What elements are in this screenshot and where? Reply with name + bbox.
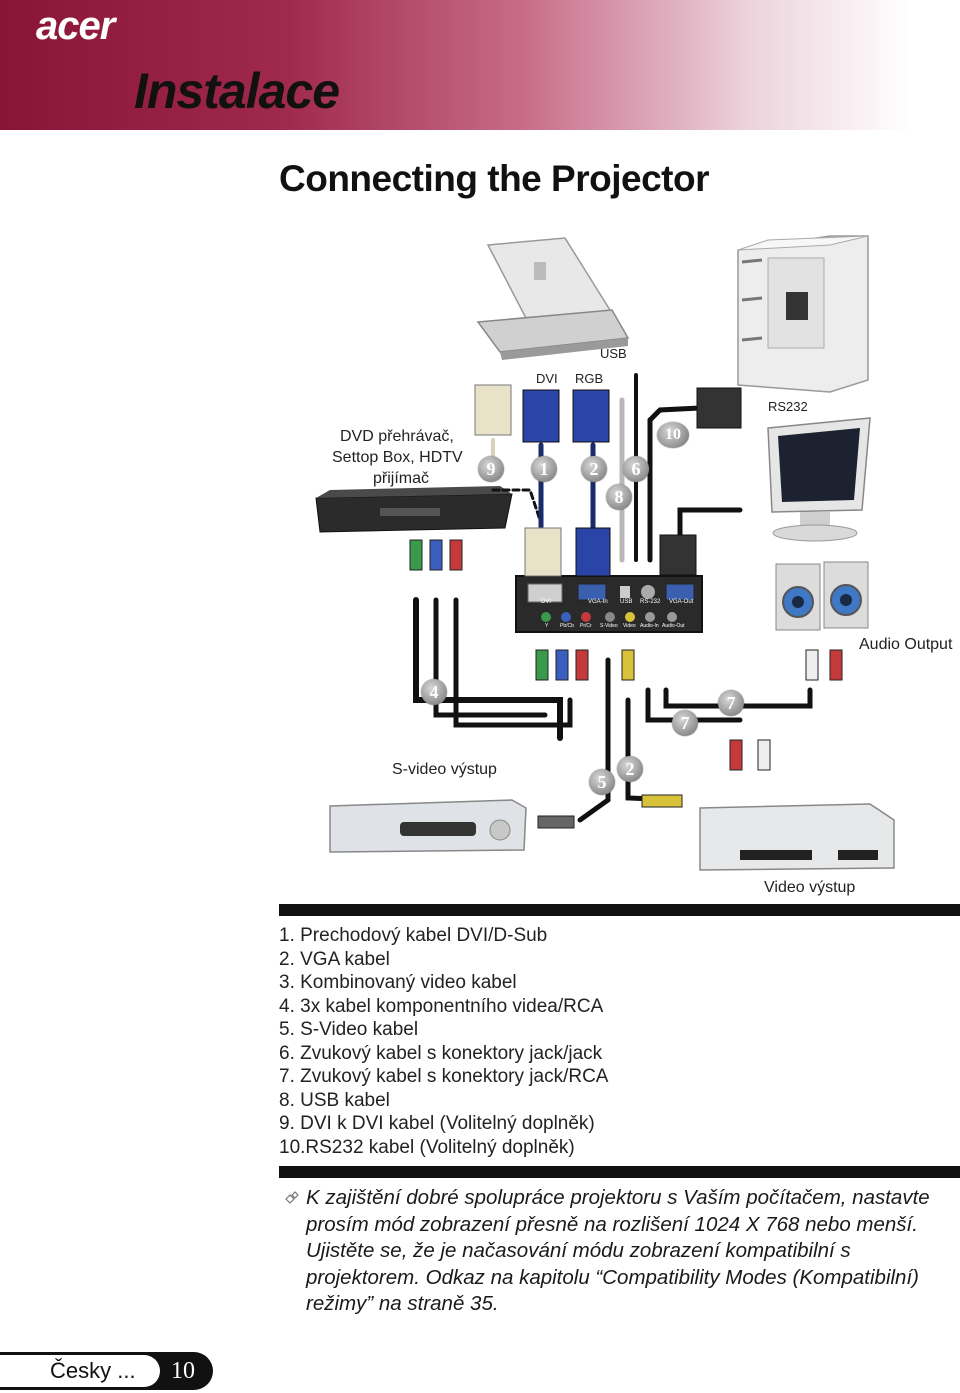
port-label-usb: USB [620,599,633,605]
monitor-icon [767,417,871,542]
callout-5: 5 [589,769,615,795]
divider-bottom [279,1166,960,1178]
cable-item: 3. Kombinovaný video kabel [279,972,517,993]
callout-7b: 7 [718,690,744,716]
dvd-player-label-line2: Settop Box, HDTV [332,449,463,466]
usb-label: USB [600,346,627,361]
callout-9: 9 [478,456,504,482]
cable-item: 8. USB kabel [279,1089,390,1111]
cable-item: 9. DVI k DVI kabel (Volitelný doplněk) [279,1113,595,1134]
desktop-tower-icon [737,235,869,393]
projector-panel [515,575,703,633]
dvi-label: DVI [536,371,558,386]
port-label-video: Video [623,623,636,629]
cable-item: 7. Zvukový kabel s konektory jack/RCA [279,1066,609,1087]
video-output-label: Video výstup [764,879,856,896]
vga-connectors [474,384,742,577]
footer-language: Česky ... [0,1355,160,1387]
cable-item: 6. Zvukový kabel s konektory jack/jack [279,1042,603,1064]
s-video-output-label: S-video výstup [392,761,497,778]
port-label-y: Y [545,623,549,629]
cable-item: 5. S-Video kabel [279,1019,419,1040]
cable-item: 4. 3x kabel komponentního videa/RCA [279,995,604,1017]
callout-2b: 2 [617,756,643,782]
dvd-player-label-line1: DVD přehrávač, [340,428,454,445]
port-label-audio-in: Audio-In [640,623,659,629]
callout-10: 10 [657,422,689,448]
port-label-vga-out: VGA-Out [669,599,694,605]
port-label-s-video: S-Video [600,623,618,629]
laptop-icon [476,237,630,360]
header-banner [0,0,960,130]
cable-item: 1. Prechodový kabel DVI/D-Sub [279,925,548,946]
callout-4: 4 [421,679,447,705]
connection-diagram [315,235,895,871]
speakers-icon [775,561,869,631]
section-title: Instalace [134,63,340,119]
callout-7a: 7 [672,710,698,736]
acer-logo: acer [36,4,115,48]
note-diamond-icon [285,1191,299,1204]
dvd-player-icon [329,799,527,853]
dvd-player-label-line3: přijímač [373,470,430,487]
rgb-label: RGB [575,371,604,386]
port-label-audio-out: Audio-Out [662,623,685,629]
page-heading: Connecting the Projector [279,158,709,199]
callout-2: 2 [581,456,607,482]
note-text: K zajištění dobré spolupráce projektoru … [306,1186,930,1315]
audio-output-label: Audio Output [859,636,953,653]
vcr-icon [699,803,895,871]
rca-plugs [409,539,843,829]
rs232-label: RS232 [768,399,808,414]
callout-1: 1 [531,456,557,482]
callout-6: 6 [623,456,649,482]
port-label-pr: Pr/Cr [580,623,592,629]
page-number: 10 [171,1358,195,1384]
cable-list: 1. Prechodový kabel DVI/D-Sub 2. VGA kab… [279,924,608,1159]
divider-top [279,904,960,916]
port-label-rs232: RS-232 [640,599,661,605]
port-label-vga-in: VGA-In [588,599,608,605]
port-label-dvi: DVI [541,599,552,605]
cable-item: 2. VGA kabel [279,948,390,970]
callout-8: 8 [606,484,632,510]
settop-box-icon [315,486,513,533]
cable-item: 10.RS232 kabel (Volitelný doplněk) [279,1136,575,1158]
port-label-pb: Pb/Cb [560,623,574,629]
